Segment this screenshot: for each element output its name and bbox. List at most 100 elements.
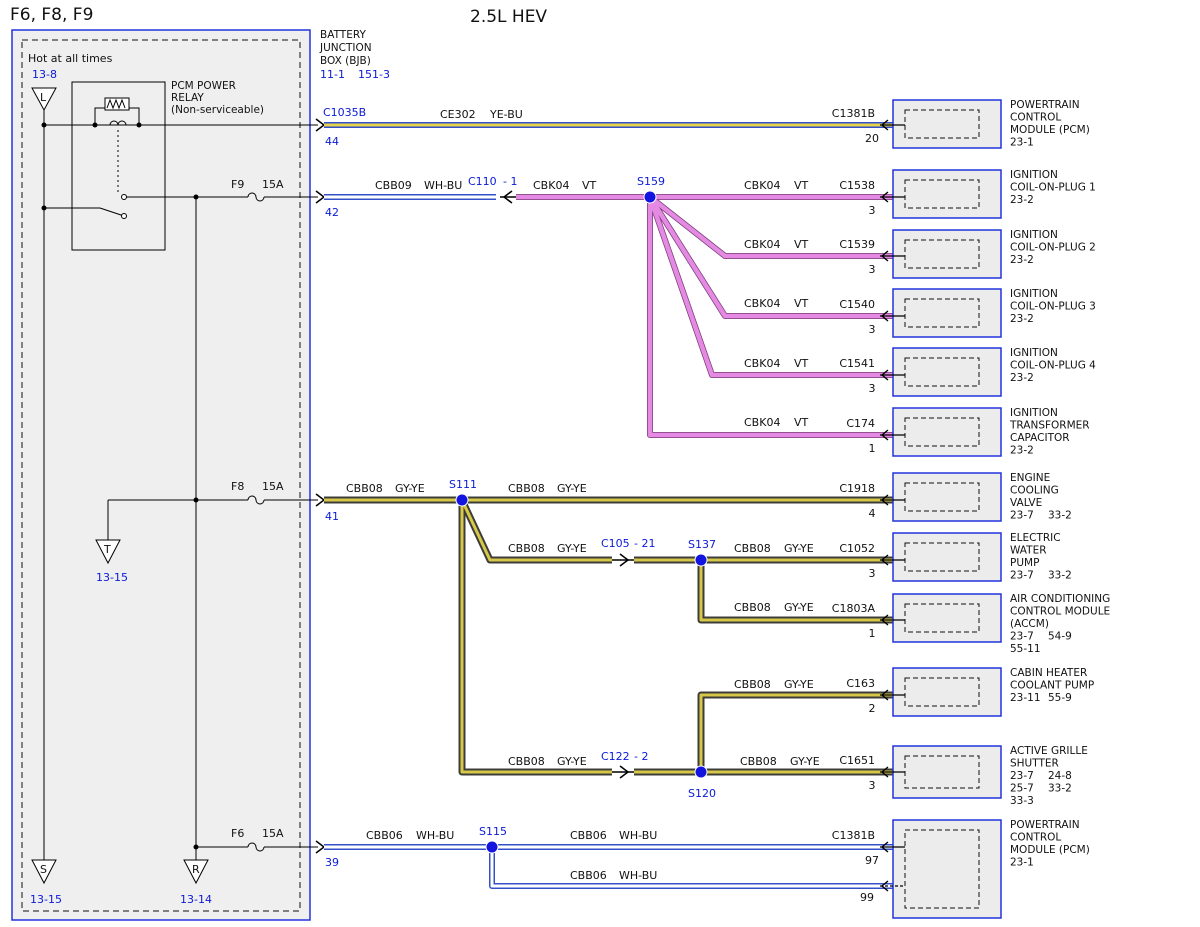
component-7-pin-arrow	[880, 494, 889, 506]
component-10-ref-2[interactable]: 55-9	[1048, 692, 1072, 704]
component-3-ref-1[interactable]: 23-2	[1010, 254, 1034, 266]
hot-ref[interactable]: 13-8	[32, 68, 57, 81]
component-11-ref-2[interactable]: 24-8	[1048, 770, 1072, 782]
component-8-name-1: ELECTRIC	[1010, 532, 1061, 544]
wire-cbk04-id-c: CBK04	[744, 238, 780, 251]
component-9-name-2: CONTROL MODULE	[1010, 606, 1110, 618]
wire-cbb06-id-b: CBB06	[570, 829, 607, 842]
component-4-name-2: COIL-ON-PLUG 3	[1010, 301, 1096, 313]
component-7-name-1: ENGINE	[1010, 472, 1050, 484]
component-5-name-2: COIL-ON-PLUG 4	[1010, 360, 1096, 372]
component-6-connector[interactable]: C174	[846, 417, 875, 430]
bjb-label-2: JUNCTION	[319, 42, 372, 54]
inline-c105-arrow	[612, 553, 634, 567]
connector-triangle-l: L	[31, 87, 57, 112]
wire-cbk04-id-f: CBK04	[744, 416, 780, 429]
component-4-pin-arrow	[880, 310, 889, 322]
splice-s137-label: S137	[688, 538, 716, 551]
hot-at-all-times-label: Hot at all times	[28, 52, 113, 65]
triangle-r-ref[interactable]: 13-14	[180, 893, 212, 906]
component-9-ref-3[interactable]: 55-11	[1010, 643, 1041, 655]
component-1-name-1: POWERTRAIN	[1010, 99, 1080, 111]
component-1-name-2: CONTROL	[1010, 112, 1061, 124]
inline-c110[interactable]: C110	[468, 175, 497, 188]
component-5-connector[interactable]: C1541	[839, 357, 875, 370]
component-7-ref-1[interactable]: 23-7	[1010, 510, 1034, 522]
component-7-ref-2[interactable]: 33-2	[1048, 510, 1072, 522]
component-8-ref-2[interactable]: 33-2	[1048, 570, 1072, 582]
component-10-pin: 2	[869, 702, 876, 715]
bjb-pin-39: 39	[325, 856, 339, 869]
inline-c105[interactable]: C105	[601, 537, 630, 550]
triangle-t-ref[interactable]: 13-15	[96, 571, 128, 584]
component-8-pin: 3	[869, 567, 876, 580]
component-1-pin: 20	[865, 132, 879, 145]
component-1-connector[interactable]: C1381B	[832, 107, 875, 120]
component-2-inner	[904, 179, 980, 209]
component-11-ref-3[interactable]: 25-7	[1010, 783, 1034, 795]
component-9-ref-1[interactable]: 23-7	[1010, 631, 1034, 643]
wire-cbb08-color-g: GY-YE	[557, 755, 587, 768]
component-8-inner	[904, 542, 980, 572]
bjb-pin-44: 44	[325, 135, 339, 148]
component-1-ref-1[interactable]: 23-1	[1010, 137, 1034, 149]
component-2-name-1: IGNITION	[1010, 169, 1058, 181]
bjb-ref-1[interactable]: 11-1	[320, 68, 345, 81]
inline-c105-pin: - 21	[634, 537, 655, 550]
component-10-pin-arrow	[880, 689, 889, 701]
component-2-ref-1[interactable]: 23-2	[1010, 194, 1034, 206]
component-11-name-2: SHUTTER	[1010, 758, 1059, 770]
component-2-connector[interactable]: C1538	[839, 179, 875, 192]
bjb-ref-2[interactable]: 151-3	[358, 68, 390, 81]
component-3-name-1: IGNITION	[1010, 229, 1058, 241]
component-12-connector[interactable]: C1381B	[832, 829, 875, 842]
wire-cbb08-color-a: GY-YE	[395, 482, 425, 495]
component-11-ref-4[interactable]: 33-2	[1048, 783, 1072, 795]
component-3-connector[interactable]: C1539	[839, 238, 875, 251]
component-12-inner	[904, 829, 980, 909]
component-5-ref-1[interactable]: 23-2	[1010, 372, 1034, 384]
component-5-box	[892, 347, 1002, 397]
wire-cbb06	[324, 844, 893, 889]
wire-cbb06-color-b: WH-BU	[619, 829, 657, 842]
wire-cbb08-id-c: CBB08	[508, 542, 545, 555]
component-8-ref-1[interactable]: 23-7	[1010, 570, 1034, 582]
component-6-name-3: CAPACITOR	[1010, 432, 1070, 444]
wire-cbk04	[516, 194, 893, 438]
component-8-connector[interactable]: C1052	[839, 542, 875, 555]
component-11-ref-5[interactable]: 33-3	[1010, 795, 1034, 807]
component-6-ref-1[interactable]: 23-2	[1010, 445, 1034, 457]
component-4-ref-1[interactable]: 23-2	[1010, 313, 1034, 325]
wire-cbb08-id-e: CBB08	[734, 601, 771, 614]
splice-s159-label: S159	[637, 175, 665, 188]
wire-cbb08-color-f: GY-YE	[784, 678, 814, 691]
page-title: 2.5L HEV	[470, 7, 547, 27]
bjb-label-1: BATTERY	[320, 29, 366, 41]
component-4-connector[interactable]: C1540	[839, 298, 875, 311]
bjb-pin-arrows	[315, 118, 326, 854]
splice-s137	[694, 553, 708, 567]
component-10-ref-1[interactable]: 23-11	[1010, 692, 1041, 704]
component-9-name-3: (ACCM)	[1010, 618, 1049, 630]
component-7-connector[interactable]: C1918	[839, 482, 875, 495]
wire-cbk04-id-a: CBK04	[533, 179, 569, 192]
wire-cbb06-color-a: WH-BU	[416, 829, 454, 842]
inline-c122-pin: - 2	[634, 750, 648, 763]
inline-c122[interactable]: C122	[601, 750, 630, 763]
triangle-s-ref[interactable]: 13-15	[30, 893, 62, 906]
component-10-name-2: COOLANT PUMP	[1010, 680, 1094, 692]
component-9-ref-2[interactable]: 54-9	[1048, 631, 1072, 643]
component-9-connector[interactable]: C1803A	[832, 602, 876, 615]
component-7-name-2: COOLING	[1010, 485, 1059, 497]
component-3-inner	[904, 239, 980, 269]
component-11-connector[interactable]: C1651	[839, 754, 875, 767]
fuse-f6	[196, 842, 318, 852]
component-12-ref-1[interactable]: 23-1	[1010, 857, 1034, 869]
pcm-power-relay	[44, 81, 318, 251]
bjb-connector-c1035b[interactable]: C1035B	[323, 106, 366, 119]
component-6-name-1: IGNITION	[1010, 407, 1058, 419]
component-4-box	[892, 288, 1002, 338]
component-11-ref-1[interactable]: 23-7	[1010, 770, 1034, 782]
component-10-connector[interactable]: C163	[846, 677, 875, 690]
